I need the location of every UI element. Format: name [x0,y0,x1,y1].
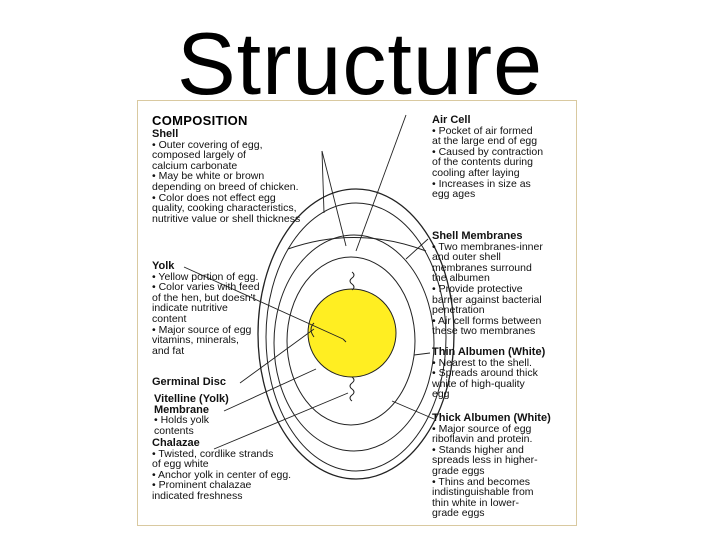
chalazae-line: • Twisted, cordlike strands [152,447,274,460]
leader-shell-b [321,150,325,214]
thick-albumen-line: • Stands higher and [432,443,524,456]
yolk-line: • Yellow portion of egg. [152,270,259,283]
shell-membranes-label: Shell Membranes • Two membranes-inner an… [432,231,543,337]
germinal-disc-head: Germinal Disc [152,376,226,388]
leader-thick-albumen [391,400,435,420]
thick-albumen-line: • Thins and becomes [432,475,531,488]
yolk-line: of the hen, but doesn't [152,291,256,304]
chalaza-top [349,271,355,291]
air-cell-line: of the contents during [432,156,533,169]
shell-line: quality, cooking characteristics, [152,202,297,215]
thick-albumen-line: grade eggs [432,507,485,520]
egg-illustration [183,114,455,480]
air-cell-head: Air Cell [432,114,471,126]
vitelline-membrane-label: Vitelline (Yolk) Membrane • Holds yolk c… [154,394,229,436]
air-cell-line: • Increases in size as [432,177,531,190]
shell-membranes-line: membranes surround [432,261,532,274]
air-cell-line: cooling after laying [432,166,520,179]
yolk-label: Yolk • Yellow portion of egg. • Color va… [152,261,260,356]
thin-albumen-head: Thin Albumen (White) [432,346,546,358]
shell-membrane-outline [265,202,447,472]
egg-structure-diagram: COMPOSITION Shell • Outer covering of eg… [137,100,577,526]
shell-line: • May be white or brown [152,170,265,183]
yolk-head: Yolk [152,260,175,272]
thick-albumen-label: Thick Albumen (White) • Major source of … [432,413,551,519]
yolk-line: content [152,312,187,325]
leader-germinal-disc [239,328,315,384]
chalazae-line: • Anchor yolk in center of egg. [152,468,292,481]
shell-line: depending on breed of chicken. [152,180,299,193]
thick-albumen-line: spreads less in higher- [432,454,538,467]
germinal-disc-label: Germinal Disc [152,377,226,388]
vitelline-line: • Holds yolk [154,414,210,427]
shell-line: nutritive value or shell thickness [152,212,301,225]
thick-albumen-outline [286,256,416,426]
thick-albumen-line: grade eggs [432,464,485,477]
egg-shell-outline [257,188,455,480]
air-cell-line: • Caused by contraction [432,145,544,158]
yolk-line: • Major source of egg [152,323,252,336]
shell-line: • Color does not effect egg [152,191,276,204]
thick-albumen-head: Thick Albumen (White) [432,412,551,424]
shell-membranes-line: and outer shell [432,251,501,264]
chalazae-line: • Prominent chalazae [152,479,252,492]
shell-line: composed largely of [152,149,246,162]
thick-albumen-line: • Major source of egg [432,422,532,435]
shell-membranes-line: these two membranes [432,325,536,338]
leader-yolk [183,266,344,340]
thin-albumen-line: egg [432,388,450,401]
shell-membranes-line: penetration [432,304,485,317]
yolk-center-point [342,338,347,343]
chalaza-bottom [349,376,355,402]
air-cell-line: • Pocket of air formed [432,124,533,137]
vitelline-head: Vitelline (Yolk) [154,393,229,405]
yolk-line: indicate nutritive [152,302,228,315]
shell-membranes-line: • Two membranes-inner [432,240,543,253]
yolk-line: • Color varies with feed [152,281,260,294]
shell-membranes-line: • Air cell forms between [432,314,542,327]
vitelline-head: Membrane [154,403,210,416]
vitelline-line: contents [154,424,194,437]
yolk [307,288,397,378]
air-cell-label: Air Cell • Pocket of air formed at the l… [432,115,543,200]
leader-chalazae [213,392,349,450]
air-cell-line: at the large end of egg [432,135,538,148]
germinal-disc [310,322,315,338]
leader-vitelline [223,368,317,412]
thin-albumen-outline [273,234,435,452]
air-cell-outline [287,237,427,252]
leader-thin-albumen [413,352,431,356]
leader-air-cell [355,114,407,252]
composition-heading: COMPOSITION [152,113,248,128]
thick-albumen-line: thin white in lower- [432,496,519,509]
shell-membranes-line: the albumen [432,272,490,285]
air-cell-line: egg ages [432,188,476,201]
chalazae-label: Chalazae • Twisted, cordlike strands of … [152,438,291,502]
shell-head: Shell [152,128,179,140]
thin-albumen-line: • Spreads around thick [432,367,538,380]
shell-label: Shell • Outer covering of egg, composed … [152,129,300,224]
shell-membranes-line: • Provide protective [432,282,523,295]
shell-membranes-head: Shell Membranes [432,230,523,242]
leader-shell [321,150,347,247]
chalazae-head: Chalazae [152,437,200,449]
slide-title: Structure [176,14,544,113]
chalazae-line: of egg white [152,458,209,471]
yolk-line: vitamins, minerals, [152,334,239,347]
shell-line: calcium carbonate [152,159,238,172]
thin-albumen-line: white of high-quality [432,377,525,390]
thin-albumen-line: • Nearest to the shell. [432,356,532,369]
thick-albumen-line: riboflavin and protein. [432,433,533,446]
yolk-line: and fat [152,344,185,357]
thick-albumen-line: indistinguishable from [432,486,534,499]
shell-membranes-line: barrier against bacterial [432,293,542,306]
shell-line: • Outer covering of egg, [152,138,263,151]
chalazae-line: indicated freshness [152,489,243,502]
thin-albumen-label: Thin Albumen (White) • Nearest to the sh… [432,347,545,400]
leader-shell-membranes [405,238,429,260]
